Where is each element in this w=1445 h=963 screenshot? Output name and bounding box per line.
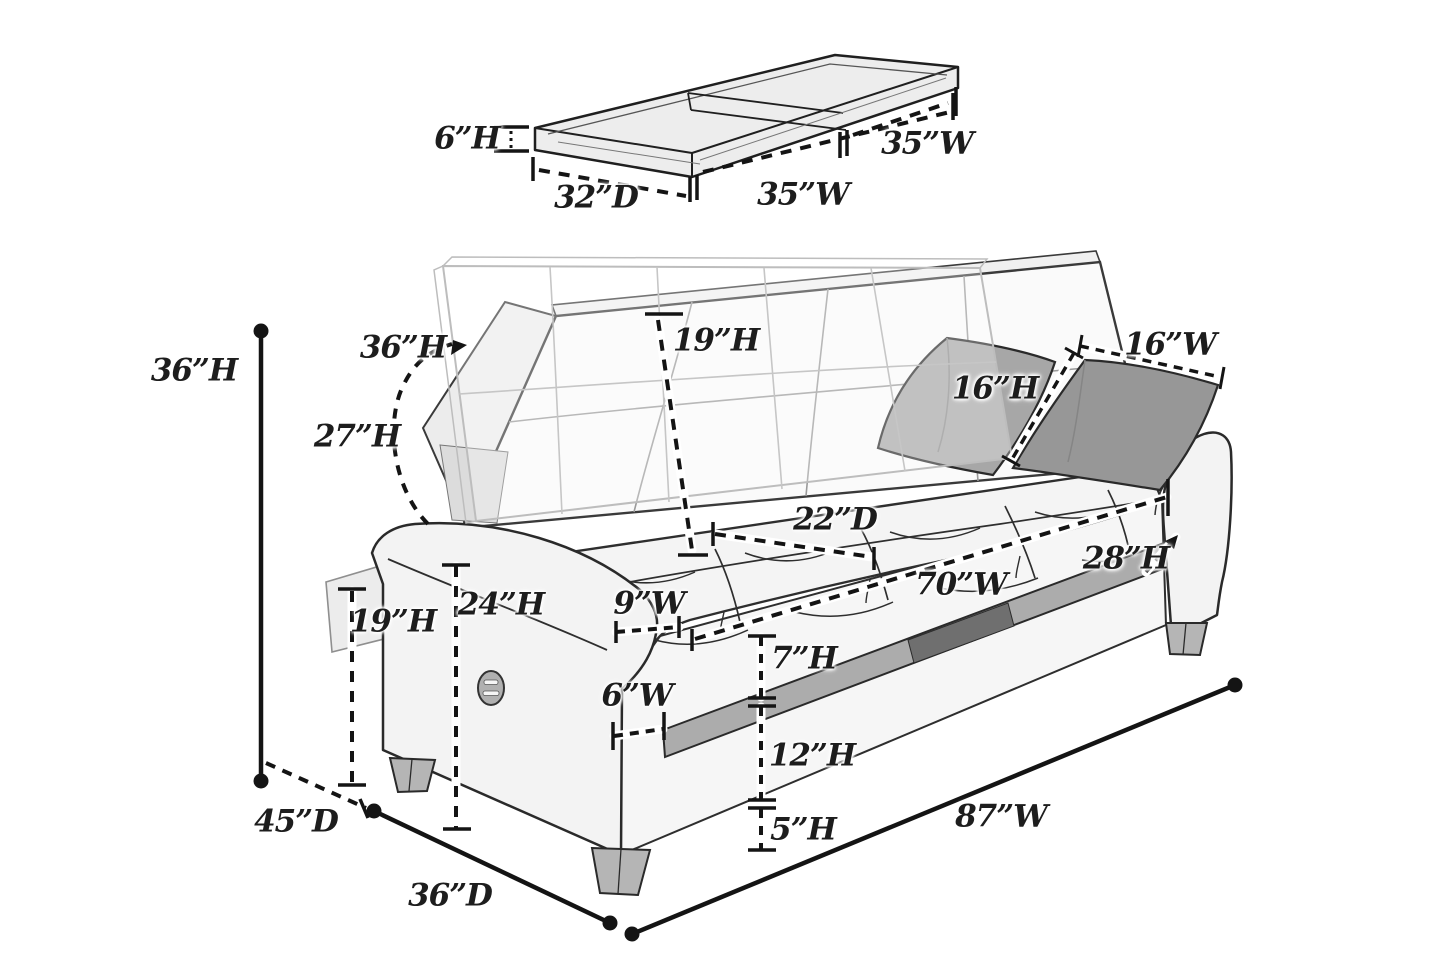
storage-tray-drawing — [533, 53, 960, 179]
dim-label-side-flap-height: 19”H — [349, 603, 437, 640]
usb-port-icon — [477, 670, 505, 706]
dim-label-overall-depth: 45”D — [254, 803, 339, 840]
dim-label-overall-height: 36”H — [150, 352, 238, 389]
pillows — [876, 336, 1220, 492]
dim-label-backrest-panel: 19”H — [672, 322, 760, 359]
dimension-lines — [253, 312, 1243, 942]
dim-label-right-arm-height: 28”H — [1082, 540, 1170, 577]
sofa-legs — [388, 622, 1209, 897]
dim-label-tray-depth: 32”D — [554, 179, 639, 216]
left-arm — [370, 522, 659, 857]
dim-label-armrest-base-width: 6”W — [601, 677, 673, 714]
dim-label-storage-box-height: 12”H — [768, 737, 856, 774]
dim-label-seat-depth: 22”D — [793, 501, 878, 538]
dim-label-tray-width-right: 35”W — [881, 125, 974, 162]
pillow-right — [1011, 358, 1220, 492]
dim-label-overall-width: 87”W — [955, 798, 1048, 835]
dim-label-left-arm-height: 24”H — [457, 586, 545, 623]
dim-label-leg-height: 5”H — [770, 811, 837, 848]
dim-label-pillow-height: 16”H — [951, 370, 1039, 407]
dim-label-seat-rail-height: 7”H — [771, 640, 838, 677]
dim-label-armrest-top-width: 9”W — [613, 585, 685, 622]
dim-label-base-depth: 36”D — [408, 877, 493, 914]
pillow-left — [876, 336, 1057, 477]
dim-label-seat-width: 70”W — [915, 566, 1008, 603]
dim-label-backrest-rotation: 36”H — [359, 329, 447, 366]
backrest-upright-ghost — [433, 256, 1014, 524]
dim-label-pillow-width: 16”W — [1124, 326, 1217, 363]
tray-dimension-lines — [494, 87, 958, 202]
dim-label-backrest-recline: 27”H — [313, 418, 401, 455]
dim-label-tray-height: 6”H — [434, 120, 501, 157]
dim-label-tray-width-front: 35”W — [757, 176, 850, 213]
